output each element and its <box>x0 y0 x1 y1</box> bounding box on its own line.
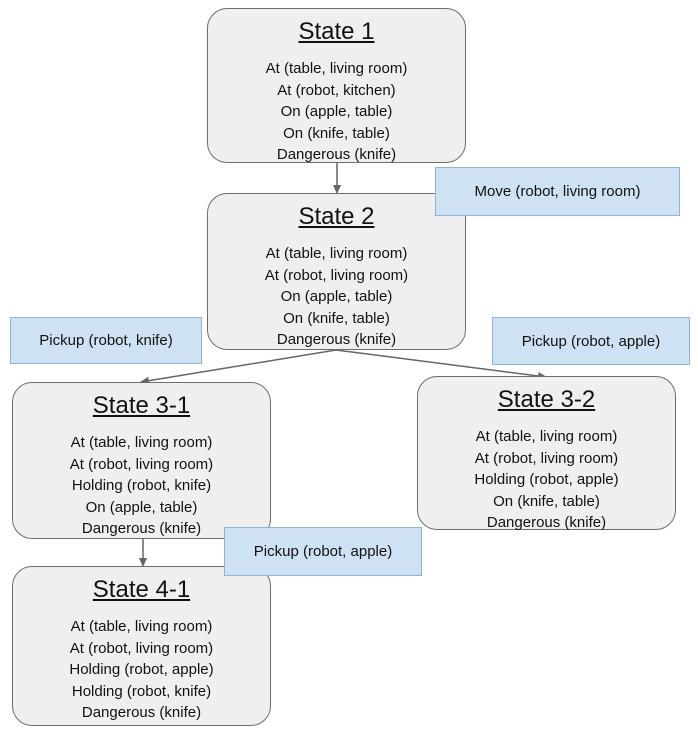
predicate: At (table, living room) <box>265 60 408 77</box>
action-pickup-robot-apple: Pickup (robot, apple) <box>492 317 690 365</box>
state-title: State 4-1 <box>92 576 191 603</box>
arrow-state2-to-state3-1 <box>140 349 337 385</box>
predicate: Holding (robot, knife) <box>71 682 212 700</box>
predicate: Holding (robot, apple) <box>474 471 619 488</box>
predicate: On (knife, table) <box>493 492 600 510</box>
state-3-1-node: State 3-1 At (table, living room) At (ro… <box>12 382 271 539</box>
predicate: At (table, living room) <box>265 245 408 262</box>
predicate: At (table, living room) <box>475 428 618 445</box>
action-move-robot-living-room: Move (robot, living room) <box>435 167 680 216</box>
predicate: Holding (robot, apple) <box>69 661 214 678</box>
predicate: Dangerous (knife) <box>276 146 397 163</box>
predicate: Dangerous (knife) <box>486 514 607 531</box>
action-pickup-robot-knife: Pickup (robot, knife) <box>10 317 202 364</box>
predicate: At (table, living room) <box>70 434 213 451</box>
state-title: State 2 <box>298 203 375 230</box>
arrow-state2-to-state3-2 <box>335 349 547 380</box>
predicate: On (apple, table) <box>280 103 393 120</box>
state-4-1-node: State 4-1 At (table, living room) At (ro… <box>12 566 271 726</box>
predicate: On (apple, table) <box>85 498 198 516</box>
state-1-node: State 1 At (table, living room) At (robo… <box>207 8 466 163</box>
predicate: On (knife, table) <box>283 309 390 327</box>
state-2-node: State 2 At (table, living room) At (robo… <box>207 193 466 350</box>
state-title: State 3-1 <box>92 392 191 419</box>
predicate: At (robot, kitchen) <box>277 81 396 99</box>
predicate: On (knife, table) <box>283 124 390 142</box>
predicate: Dangerous (knife) <box>81 520 202 537</box>
predicate: Dangerous (knife) <box>81 704 202 721</box>
predicate: On (apple, table) <box>280 288 393 305</box>
state-title: State 1 <box>298 18 375 45</box>
action-pickup-robot-apple: Pickup (robot, apple) <box>224 527 422 576</box>
state-title: State 3-2 <box>497 386 596 413</box>
predicate: At (robot, living room) <box>474 449 619 467</box>
predicate: Dangerous (knife) <box>276 331 397 348</box>
state-3-2-node: State 3-2 At (table, living room) At (ro… <box>417 376 676 531</box>
predicate: At (robot, living room) <box>69 639 214 657</box>
predicate: At (robot, living room) <box>69 455 214 473</box>
predicate: At (table, living room) <box>70 618 213 635</box>
predicate: Holding (robot, knife) <box>71 477 212 494</box>
predicate: At (robot, living room) <box>264 266 409 284</box>
